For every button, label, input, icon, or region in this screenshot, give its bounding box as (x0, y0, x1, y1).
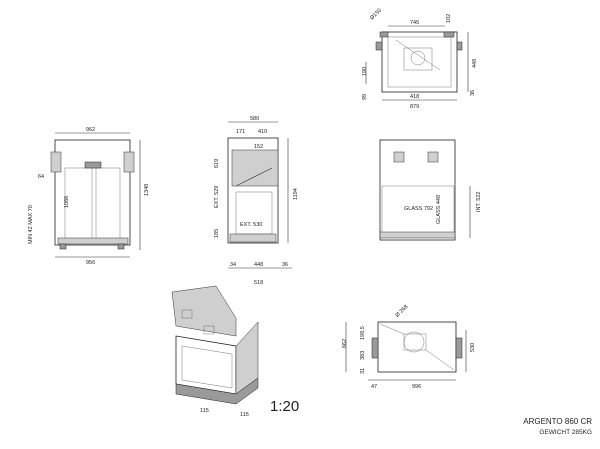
iso-dim-115b: 115 (240, 412, 249, 418)
scale-label: 1:20 (270, 398, 300, 415)
iso-vent-b (203, 325, 215, 335)
top-view: 745 Ø150 102 448 36 190 99 418 879 (362, 8, 478, 110)
top-view-tab-right (456, 41, 463, 51)
side-view-upper (231, 149, 279, 187)
plan-outline (377, 321, 457, 373)
iso-dim-115a: 115 (200, 408, 209, 414)
dim-34: 34 (230, 262, 236, 268)
front-view-foot-right (117, 243, 125, 250)
right-view: GLASS 792 GLASS 448 INT. 522 (379, 139, 482, 241)
dim-ext-529: EXT. 529 (214, 186, 220, 208)
dim-min-max: MIN 42 MAX 70 (28, 205, 34, 244)
dim-1348: 1348 (144, 184, 150, 196)
plan-dim-198: 198.5 (360, 326, 366, 340)
dim-745: 745 (410, 20, 419, 26)
dim-150: Ø150 (369, 8, 383, 22)
right-view-base (379, 231, 456, 239)
top-view-tab-left (375, 41, 383, 51)
right-view-outline (379, 139, 456, 241)
dim-1066: 1066 (64, 196, 70, 208)
dim-418: 418 (410, 94, 419, 100)
dim-152: 152 (254, 144, 263, 150)
plan-dim-47: 47 (371, 384, 377, 390)
front-view: 962 1348 64 1066 MIN 42 MAX 70 956 (28, 127, 150, 266)
top-view-corner-a (379, 31, 389, 38)
front-view-right-flap (123, 151, 135, 173)
plan-dim-530: 530 (470, 343, 476, 352)
weight-label: GEWICHT 285KG (539, 429, 592, 436)
dim-36: 36 (470, 90, 476, 96)
front-view-top-block (84, 161, 102, 169)
dim-410: 410 (258, 129, 267, 135)
dim-879: 879 (410, 104, 419, 110)
front-view-foot-left (59, 243, 67, 250)
dim-956: 956 (86, 260, 95, 266)
front-view-outline (54, 139, 131, 246)
side-view-base (229, 233, 277, 243)
dim-99: 99 (362, 94, 368, 100)
plan-dim-996: 996 (412, 384, 421, 390)
iso-vent-a (181, 309, 193, 319)
iso-top-back (171, 285, 237, 337)
flue-circle (410, 50, 426, 66)
plan-flue-box (403, 333, 427, 351)
dim-36b: 36 (282, 262, 288, 268)
plan-left-tab (371, 337, 379, 359)
plan-dim-31: 31 (360, 368, 366, 374)
dim-619: 619 (214, 159, 220, 168)
right-view-vent-right (427, 151, 439, 163)
dim-171: 171 (236, 129, 245, 135)
dim-448b: 448 (254, 262, 263, 268)
side-view-deflector (235, 167, 273, 187)
dim-190: 190 (362, 67, 368, 76)
dim-962: 962 (86, 127, 95, 133)
iso-glass (181, 345, 233, 389)
right-view-vent-left (393, 151, 405, 163)
dim-518: 518 (254, 280, 263, 286)
int-522: INT. 522 (476, 192, 482, 212)
dim-448: 448 (472, 59, 478, 68)
top-view-diagonal (395, 39, 441, 71)
iso-base (175, 377, 259, 405)
top-view-corner-b (443, 31, 455, 38)
glass-448: GLASS 448 (436, 195, 442, 224)
iso-view: 115 115 (171, 285, 259, 418)
model-name: ARGENTO 860 CR (523, 417, 592, 426)
plan-diag-a (379, 323, 405, 335)
dim-64: 64 (38, 174, 44, 180)
top-view-box (403, 47, 433, 71)
dim-185: 185 (214, 229, 220, 238)
dim-580: 580 (250, 116, 259, 122)
plan-diag-b (425, 349, 455, 371)
dim-102: 102 (446, 14, 452, 23)
dim-ext-530: EXT. 530 (240, 222, 262, 228)
glass-792: GLASS 792 (404, 206, 433, 212)
plan-view: Ø 268 662 198.5 383 31 530 47 996 (342, 304, 476, 390)
plan-dim-662: 662 (342, 339, 348, 348)
dim-1194: 1194 (293, 188, 299, 200)
side-view: 580 171 410 152 619 EXT. 529 185 EXT. 53… (214, 116, 299, 286)
plan-dim-268: Ø 268 (395, 304, 410, 319)
top-view-outline (381, 31, 458, 93)
plan-dim-383: 383 (360, 351, 366, 360)
front-view-base (57, 237, 129, 245)
front-view-left-flap (50, 151, 62, 173)
top-view-inner (387, 36, 452, 88)
plan-right-tab (455, 337, 463, 359)
